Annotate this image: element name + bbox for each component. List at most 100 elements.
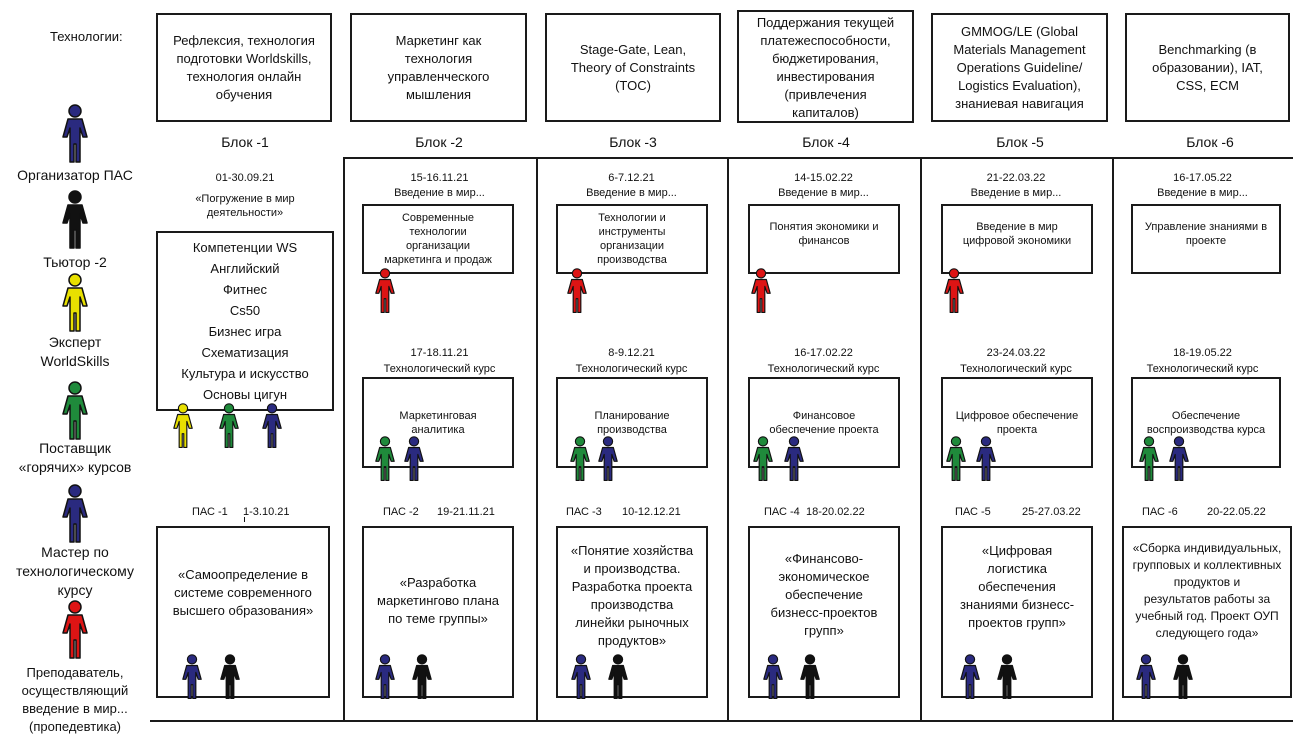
master-figure xyxy=(976,436,996,482)
pas-label-5: ПАС -5 xyxy=(955,506,991,518)
organizer-figure xyxy=(62,104,88,163)
role-organizer-label: Организатор ПАС xyxy=(17,167,133,183)
master-figure xyxy=(598,436,618,482)
technologies-label: Технологии: xyxy=(50,29,123,44)
master-figure xyxy=(1169,436,1189,482)
teacher-figure xyxy=(375,268,395,314)
course-caption-5: Технологический курс xyxy=(960,363,1072,375)
master-figure xyxy=(960,654,980,700)
tutor-figure xyxy=(997,654,1017,700)
intro-date-1: 01-30.09.21 xyxy=(215,172,275,184)
intro-date-3: 6-7.12.21 xyxy=(608,172,655,184)
course-date-2: 17-18.11.21 xyxy=(410,347,469,359)
block-label-1: Блок -1 xyxy=(221,134,269,150)
master-figure xyxy=(262,403,282,449)
block-label-4: Блок -4 xyxy=(802,134,850,150)
pas-date-6: 20-22.05.22 xyxy=(1207,506,1266,518)
role-tutor-label: Тьютор -2 xyxy=(43,254,107,270)
intro-caption-3: Введение в мир... xyxy=(586,187,677,199)
tech-text-3: Stage-Gate, Lean,Theory of Constraints(T… xyxy=(570,41,696,93)
expert-figure xyxy=(62,273,88,332)
grid-bottom-line xyxy=(150,720,1293,722)
intro-date-6: 16-17.05.22 xyxy=(1173,172,1232,184)
tech-box-3: Stage-Gate, Lean,Theory of Constraints(T… xyxy=(545,13,721,122)
course-date-4: 16-17.02.22 xyxy=(794,347,853,359)
column-divider xyxy=(343,157,345,721)
block-label-2: Блок -2 xyxy=(415,134,463,150)
course-date-5: 23-24.03.22 xyxy=(986,347,1046,359)
intro-caption-2: Введение в мир... xyxy=(394,187,485,199)
supplier-figure xyxy=(62,381,88,440)
master-figure xyxy=(404,436,424,482)
master-figure xyxy=(571,654,591,700)
supplier-figure xyxy=(375,436,395,482)
course-caption-3: Технологический курс xyxy=(575,363,688,375)
tutor-figure xyxy=(62,190,88,249)
teacher-figure xyxy=(944,268,964,314)
block-label-5: Блок -5 xyxy=(996,134,1044,150)
teacher-figure xyxy=(751,268,771,314)
pas-label-1: ПАС -1 xyxy=(192,506,228,518)
intro-date-4: 14-15.02.22 xyxy=(794,172,853,184)
pas-date-2: 19-21.11.21 xyxy=(437,506,495,518)
block-label-6: Блок -6 xyxy=(1186,134,1234,150)
tutor-figure xyxy=(220,654,240,700)
pas-date-4: 18-20.02.22 xyxy=(806,506,865,518)
master-figure xyxy=(62,484,88,543)
tick-mark xyxy=(244,517,245,522)
master-figure xyxy=(1136,654,1156,700)
pas-text-6: «Сборка индивидуальных,групповых и колле… xyxy=(1132,541,1282,640)
course-date-3: 8-9.12.21 xyxy=(608,347,655,359)
teacher-figure xyxy=(567,268,587,314)
pas-label-3: ПАС -3 xyxy=(566,506,602,518)
tutor-figure xyxy=(1173,654,1193,700)
master-figure xyxy=(375,654,395,700)
column-divider xyxy=(1112,157,1114,721)
intro-date-2: 15-16.11.21 xyxy=(410,172,469,184)
pas-date-3: 10-12.12.21 xyxy=(622,506,681,518)
intro-date-5: 21-22.03.22 xyxy=(986,172,1046,184)
master-figure xyxy=(763,654,783,700)
column-divider xyxy=(920,157,922,721)
supplier-figure xyxy=(946,436,966,482)
expert-figure xyxy=(173,403,193,449)
pas-date-1: 1-3.10.21 xyxy=(243,506,290,518)
supplier-figure xyxy=(570,436,590,482)
column-divider xyxy=(536,157,538,721)
pas-date-5: 25-27.03.22 xyxy=(1022,506,1081,518)
intro-caption-5: Введение в мир... xyxy=(970,187,1062,199)
block-label-3: Блок -3 xyxy=(609,134,657,150)
supplier-figure xyxy=(1139,436,1159,482)
master-figure xyxy=(182,654,202,700)
grid-top-line xyxy=(343,157,1293,159)
